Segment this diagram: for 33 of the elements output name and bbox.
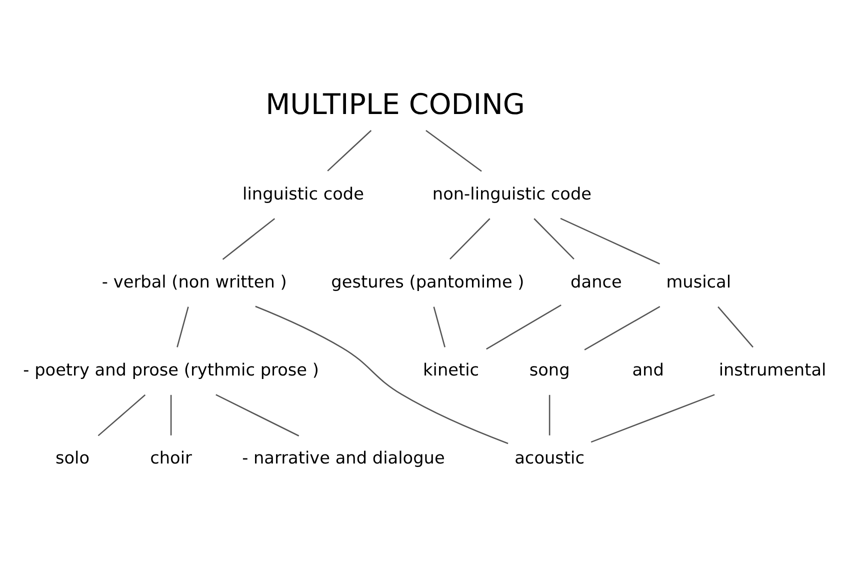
- connector: [717, 306, 753, 348]
- node-text: choir: [150, 448, 192, 468]
- node-text: song: [528, 360, 570, 380]
- connector: [548, 394, 550, 436]
- connector: [97, 394, 146, 436]
- connector: [326, 130, 372, 172]
- connector: [486, 304, 561, 350]
- connector: [222, 218, 275, 260]
- connector: [425, 130, 482, 172]
- label: and: [632, 360, 664, 380]
- connector: [560, 218, 660, 264]
- node-text: instrumental: [718, 360, 826, 380]
- connector: [590, 394, 714, 443]
- connector: [533, 218, 574, 260]
- connector: [176, 306, 188, 348]
- node-text: non-linguistic code: [432, 183, 592, 204]
- node-text: linguistic code: [242, 183, 364, 204]
- node-text: - verbal (non written ): [101, 271, 286, 292]
- node-text: musical: [666, 271, 731, 292]
- node-text: - poetry and prose (rythmic prose ): [22, 360, 318, 380]
- connector: [449, 218, 490, 260]
- connector: [254, 306, 508, 444]
- node-text: - narrative and dialogue: [242, 448, 444, 468]
- node-text: solo: [54, 448, 90, 468]
- node-text: gestures (pantomime ): [330, 271, 524, 292]
- node-text: kinetic: [422, 360, 479, 380]
- node-text: MULTIPLE CODING: [265, 88, 525, 121]
- connector: [432, 306, 445, 348]
- connector: [215, 394, 299, 436]
- node-text: acoustic: [514, 448, 584, 468]
- connector: [170, 394, 172, 436]
- connector: [584, 306, 660, 350]
- node-text: dance: [570, 271, 622, 292]
